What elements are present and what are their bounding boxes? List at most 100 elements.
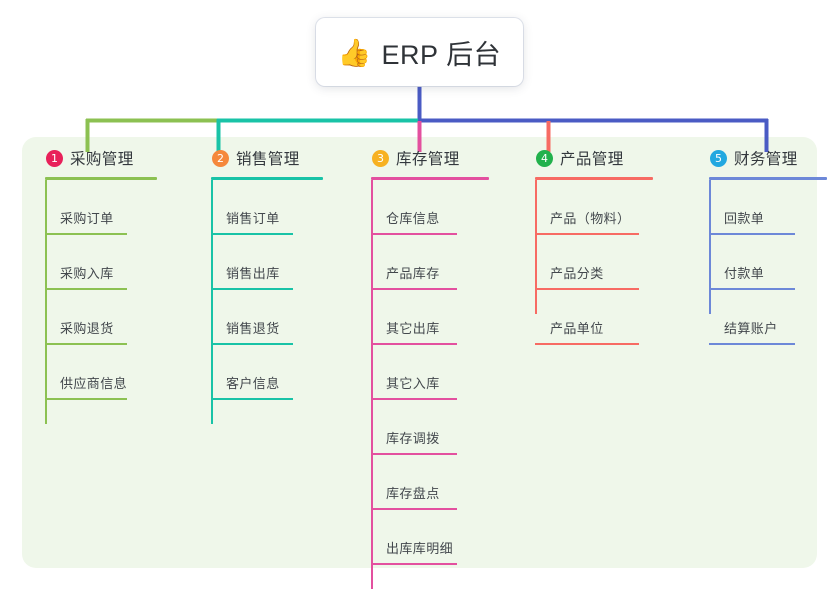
column-spine bbox=[535, 180, 537, 314]
column-header-rule bbox=[45, 177, 157, 180]
leaf-item[interactable]: 仓库信息 bbox=[360, 180, 489, 235]
leaf-item-rule bbox=[211, 288, 293, 290]
leaf-item-rule bbox=[371, 398, 457, 400]
column-产品管理: 4 产品管理产品（物料） 产品分类产品单位 bbox=[524, 146, 653, 345]
leaf-item-label: 出库库明细 bbox=[386, 541, 454, 556]
column-header-2[interactable]: 2 销售管理 bbox=[200, 146, 323, 170]
leaf-item-label: 其它出库 bbox=[386, 321, 440, 336]
column-库存管理: 3 库存管理仓库信息产品库存其它出库其它入库库存调拨库存盘点出库库明细 bbox=[360, 146, 489, 589]
leaf-item[interactable]: 库存盘点 bbox=[360, 455, 489, 510]
column-财务管理: 5 财务管理回款单付款单结算账户 bbox=[698, 146, 827, 345]
leaf-item-label: 产品单位 bbox=[550, 321, 604, 336]
column-采购管理: 1 采购管理采购订单采购入库采购退货供应商信息 bbox=[34, 146, 157, 424]
column-spine bbox=[371, 180, 373, 589]
leaf-item-label: 客户信息 bbox=[226, 376, 280, 391]
leaf-item[interactable]: 库存调拨 bbox=[360, 400, 489, 455]
leaf-item-rule bbox=[535, 288, 639, 290]
column-spine bbox=[211, 180, 213, 424]
leaf-item-label: 产品库存 bbox=[386, 266, 440, 281]
leaf-item[interactable]: 付款单 bbox=[698, 235, 827, 290]
column-items: 销售订单销售出库销售退货客户信息 bbox=[200, 180, 323, 424]
column-header-3[interactable]: 3 库存管理 bbox=[360, 146, 489, 170]
leaf-item-rule bbox=[371, 288, 457, 290]
leaf-item[interactable]: 产品单位 bbox=[524, 290, 653, 345]
thumbs-up-icon: 👍 bbox=[337, 37, 372, 68]
column-title: 采购管理 bbox=[70, 151, 134, 168]
leaf-item-rule bbox=[45, 343, 127, 345]
column-items: 仓库信息产品库存其它出库其它入库库存调拨库存盘点出库库明细 bbox=[360, 180, 489, 589]
leaf-item-rule bbox=[371, 343, 457, 345]
root-title: ERP 后台 bbox=[381, 39, 502, 70]
diagram-background-panel bbox=[22, 137, 817, 568]
leaf-item-rule bbox=[535, 343, 639, 345]
column-index-badge: 3 bbox=[372, 149, 389, 167]
leaf-item[interactable]: 销售退货 bbox=[200, 290, 323, 345]
column-title: 销售管理 bbox=[236, 151, 300, 168]
column-销售管理: 2 销售管理销售订单销售出库销售退货客户信息 bbox=[200, 146, 323, 424]
leaf-item-rule bbox=[211, 398, 293, 400]
leaf-item[interactable]: 采购入库 bbox=[34, 235, 157, 290]
column-items: 回款单付款单结算账户 bbox=[698, 180, 827, 345]
column-items: 采购订单采购入库采购退货供应商信息 bbox=[34, 180, 157, 424]
leaf-item-label: 库存调拨 bbox=[386, 431, 440, 446]
leaf-item[interactable]: 采购订单 bbox=[34, 180, 157, 235]
leaf-item-label: 采购入库 bbox=[60, 266, 114, 281]
column-header-5[interactable]: 5 财务管理 bbox=[698, 146, 827, 170]
column-header-rule bbox=[535, 177, 653, 180]
column-items: 产品（物料） 产品分类产品单位 bbox=[524, 180, 653, 345]
leaf-item-label: 回款单 bbox=[724, 211, 765, 226]
column-header-rule bbox=[211, 177, 323, 180]
column-title: 库存管理 bbox=[396, 151, 460, 168]
leaf-item[interactable]: 客户信息 bbox=[200, 345, 323, 400]
leaf-item[interactable]: 供应商信息 bbox=[34, 345, 157, 400]
leaf-item-rule bbox=[371, 508, 457, 510]
leaf-item[interactable]: 其它出库 bbox=[360, 290, 489, 345]
leaf-item-rule bbox=[709, 343, 795, 345]
leaf-item[interactable]: 产品库存 bbox=[360, 235, 489, 290]
leaf-item[interactable]: 回款单 bbox=[698, 180, 827, 235]
leaf-item[interactable]: 产品（物料） bbox=[524, 180, 653, 235]
leaf-item-label: 结算账户 bbox=[724, 321, 778, 336]
column-header-1[interactable]: 1 采购管理 bbox=[34, 146, 157, 170]
column-index-badge: 2 bbox=[212, 149, 229, 167]
leaf-item-rule bbox=[45, 398, 127, 400]
leaf-item-rule bbox=[709, 288, 795, 290]
leaf-item[interactable]: 其它入库 bbox=[360, 345, 489, 400]
leaf-item-label: 采购退货 bbox=[60, 321, 114, 336]
leaf-item-rule bbox=[535, 233, 639, 235]
root-node[interactable]: 👍 ERP 后台 bbox=[316, 18, 523, 86]
leaf-item-rule bbox=[371, 563, 457, 565]
leaf-item-rule bbox=[211, 343, 293, 345]
leaf-item-label: 仓库信息 bbox=[386, 211, 440, 226]
leaf-item-label: 产品（物料） bbox=[550, 211, 631, 226]
leaf-item-label: 供应商信息 bbox=[60, 376, 128, 391]
column-index-badge: 1 bbox=[46, 149, 63, 167]
leaf-item[interactable]: 出库库明细 bbox=[360, 510, 489, 565]
leaf-item-rule bbox=[371, 453, 457, 455]
leaf-item-label: 销售出库 bbox=[226, 266, 280, 281]
leaf-item-rule bbox=[211, 233, 293, 235]
column-spine bbox=[45, 180, 47, 424]
column-spine bbox=[709, 180, 711, 314]
column-title: 财务管理 bbox=[734, 151, 798, 168]
column-index-badge: 4 bbox=[536, 149, 553, 167]
column-header-4[interactable]: 4 产品管理 bbox=[524, 146, 653, 170]
leaf-item-rule bbox=[45, 288, 127, 290]
leaf-item-rule bbox=[709, 233, 795, 235]
leaf-item-label: 其它入库 bbox=[386, 376, 440, 391]
leaf-item-label: 采购订单 bbox=[60, 211, 114, 226]
leaf-item-rule bbox=[45, 233, 127, 235]
column-header-rule bbox=[709, 177, 827, 180]
leaf-item[interactable]: 采购退货 bbox=[34, 290, 157, 345]
leaf-item-label: 销售退货 bbox=[226, 321, 280, 336]
column-index-badge: 5 bbox=[710, 149, 727, 167]
leaf-item[interactable]: 结算账户 bbox=[698, 290, 827, 345]
column-header-rule bbox=[371, 177, 489, 180]
leaf-item[interactable]: 产品分类 bbox=[524, 235, 653, 290]
leaf-item-rule bbox=[371, 233, 457, 235]
leaf-item[interactable]: 销售出库 bbox=[200, 235, 323, 290]
column-title: 产品管理 bbox=[560, 151, 624, 168]
leaf-item[interactable]: 销售订单 bbox=[200, 180, 323, 235]
leaf-item-label: 付款单 bbox=[724, 266, 765, 281]
leaf-item-label: 库存盘点 bbox=[386, 486, 440, 501]
